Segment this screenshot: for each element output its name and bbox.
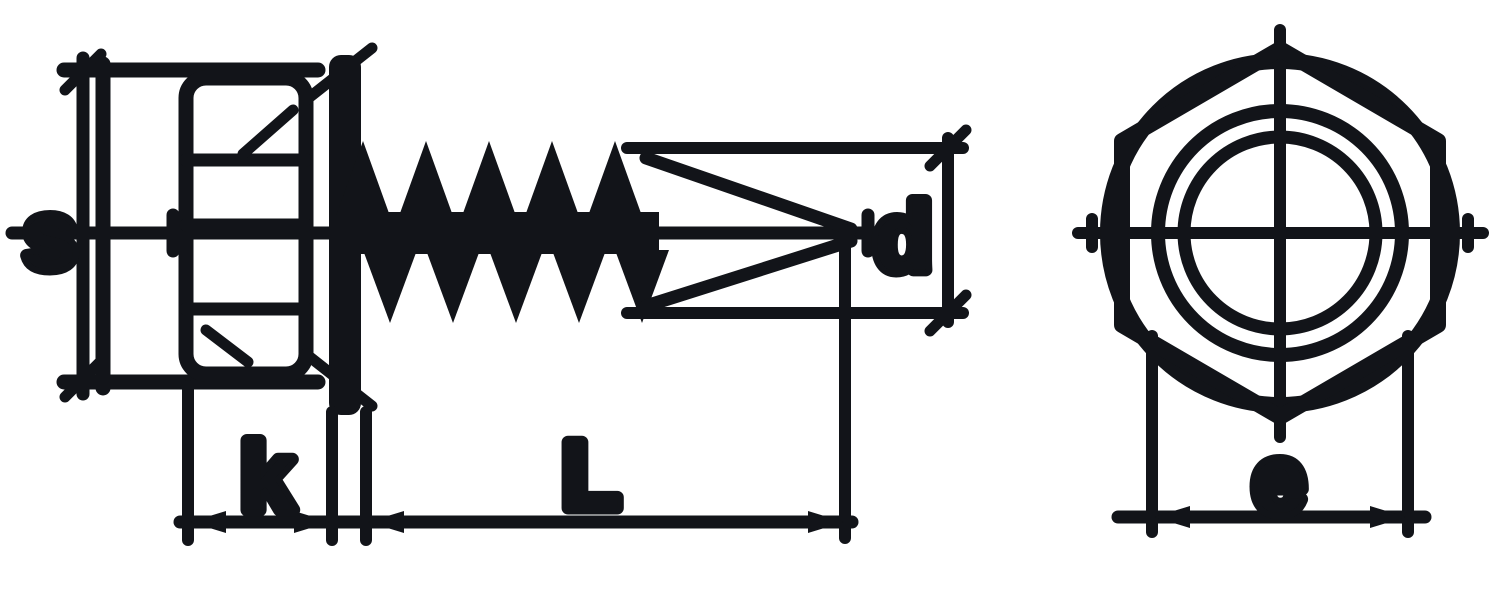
dimension-k-l <box>173 224 859 546</box>
label-k: k <box>240 424 294 531</box>
arrowhead-l-left <box>368 511 404 533</box>
dimension-d-tick-bottom <box>924 289 972 337</box>
thread-crest <box>363 250 417 323</box>
label-s: s <box>23 182 76 289</box>
point-taper-upper <box>639 151 858 236</box>
thread-crest <box>399 141 453 216</box>
side-view: s k L d <box>5 42 972 546</box>
screw-head-side <box>95 56 314 396</box>
flange-corner-mark-bottom <box>300 348 378 412</box>
thread-crest <box>552 250 606 323</box>
arrowhead-k-right <box>294 511 330 533</box>
label-d: d <box>874 184 933 291</box>
arrowhead-e-right <box>1370 506 1406 528</box>
thread-crest <box>462 141 516 216</box>
head-chamfer-circle <box>1100 53 1460 413</box>
label-e: e <box>1252 426 1305 533</box>
thread-crest <box>336 141 390 216</box>
thread-crest <box>525 141 579 216</box>
thread-crest <box>426 250 480 323</box>
gimlet-point <box>639 151 858 313</box>
dimension-e <box>1111 330 1432 538</box>
arrowhead-e-left <box>1154 506 1190 528</box>
head-chamfer-mark-top <box>237 104 299 160</box>
thread-crest <box>489 250 543 323</box>
shank-circle <box>1177 130 1383 336</box>
thread-core <box>345 212 659 254</box>
thread-crest <box>615 250 669 323</box>
head-chamfer-mark-bottom <box>200 324 254 368</box>
thread-crest <box>588 141 642 216</box>
dimension-d <box>621 124 972 337</box>
flange-corner-mark-top <box>300 42 378 106</box>
point-taper-lower <box>639 234 858 313</box>
label-l: L <box>562 422 621 529</box>
hexagon-outline <box>1114 41 1446 425</box>
dimension-d-tick-top <box>924 124 972 172</box>
end-view: e <box>1072 24 1489 540</box>
threaded-shank <box>336 141 669 323</box>
washer-face-circle <box>1151 104 1409 362</box>
arrowhead-l-right <box>808 511 844 533</box>
arrowhead-k-left <box>190 511 226 533</box>
